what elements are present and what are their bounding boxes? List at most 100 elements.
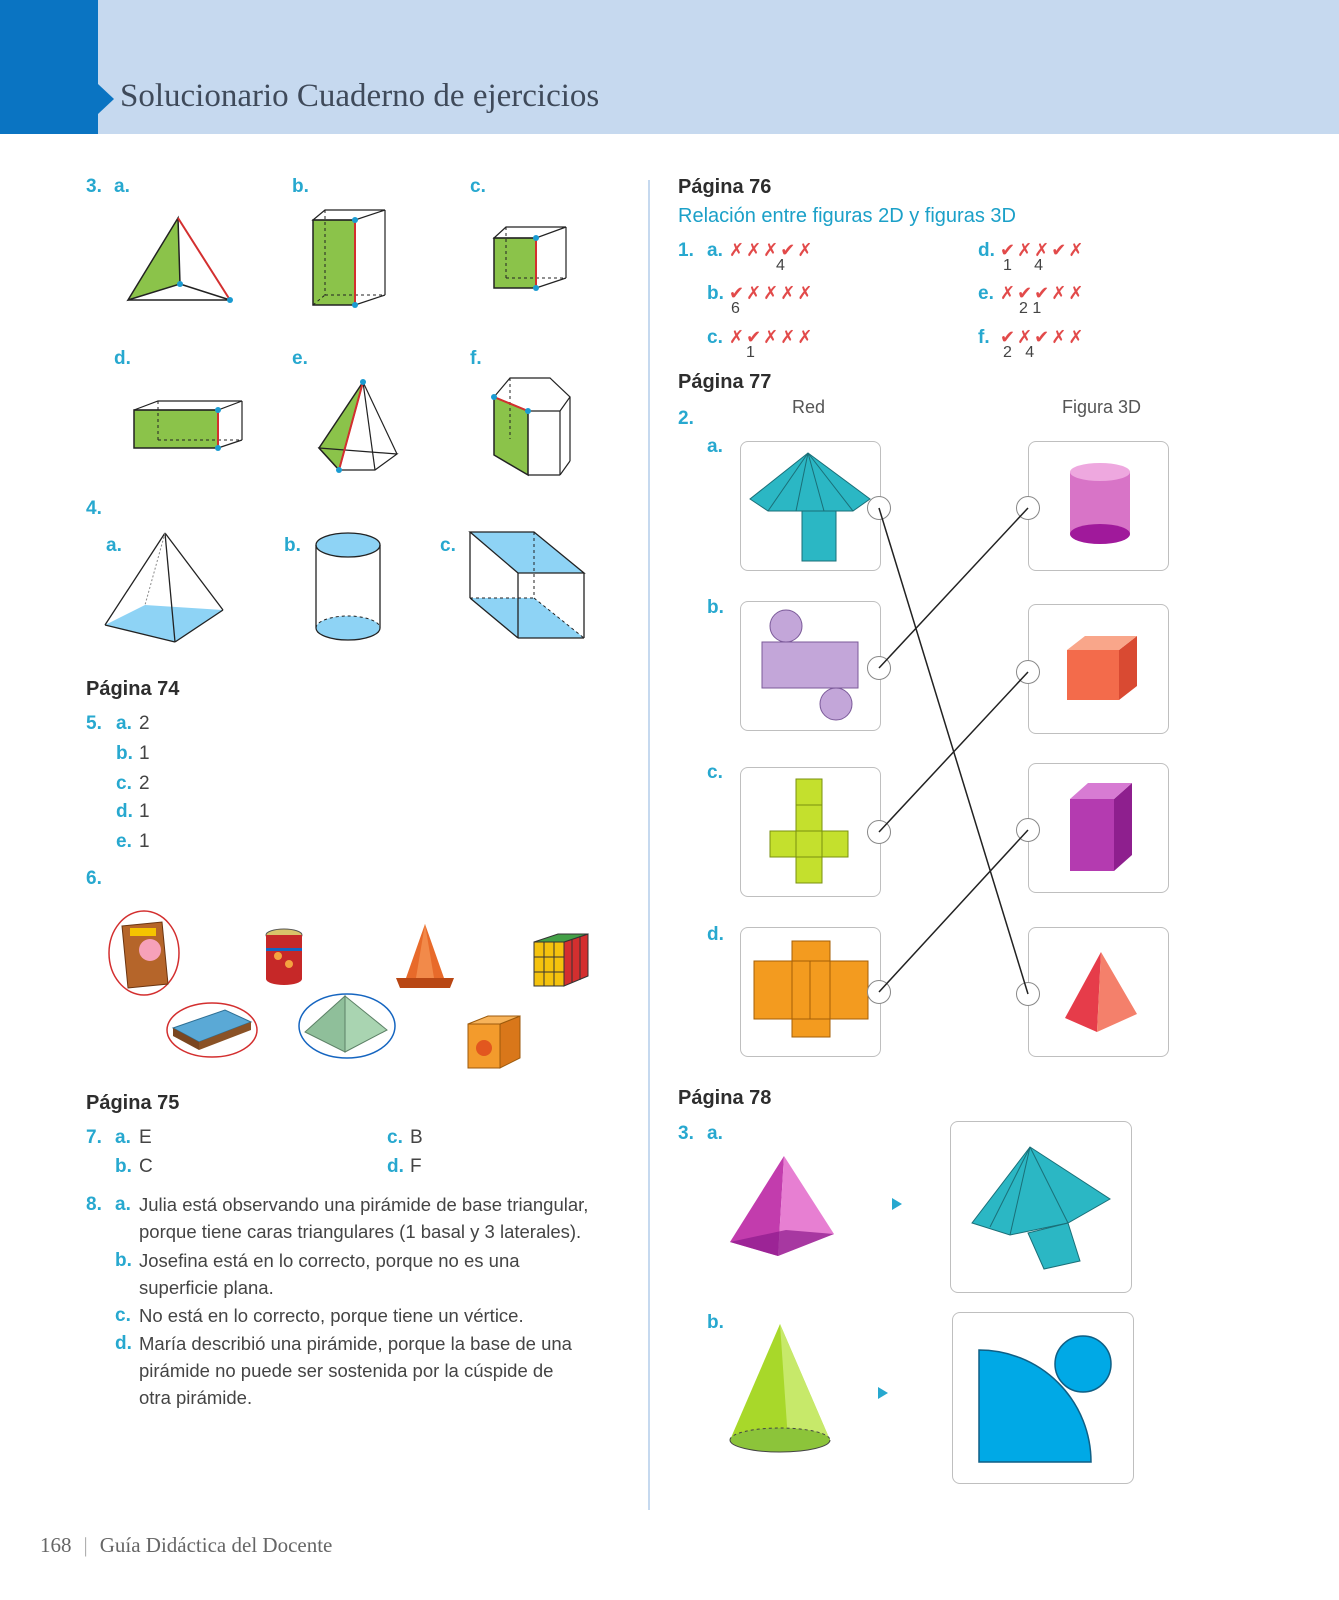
ex1-label-b: b. [707,283,724,304]
ex3-78-label-a: a. [707,1123,723,1144]
cone-net-78b [978,1335,1112,1463]
ex4b-cylinder-figure [315,532,381,641]
ex4-label-b: b. [284,535,301,556]
header-accent-tab [0,0,98,134]
ex5-label-a: a. [116,713,132,734]
ex7-label-b: b. [115,1156,132,1177]
ex3-label-f: f. [470,348,482,369]
ex3-label-d: d. [114,348,131,369]
cylinder-3d-icon [1070,463,1130,544]
ex1-label-a: a. [707,240,723,261]
ex4-number: 4. [86,498,102,519]
ex8-label-c: c. [115,1305,131,1326]
ex7-value-d: F [410,1156,422,1177]
section-title-pagina-74: Página 74 [86,678,180,700]
ex2-label-a: a. [707,436,723,457]
arrow-icon-78b [878,1387,888,1399]
net-b-cylinder-net [761,609,859,721]
ex7-value-b: C [139,1156,153,1177]
ex1-numbers-c: 1 [746,344,755,361]
rubiks-cube-icon [533,933,589,987]
ex5-value-a: 2 [139,713,150,734]
ex3b-prism-figure [311,209,386,308]
ex1-marks-b: ✔✗✗✗✗ [729,283,815,303]
section-title-pagina-76: Página 76 [678,176,772,198]
prism-3d-icon [1070,783,1132,871]
cone-figure-78b [729,1324,831,1453]
ex1-number: 1. [678,240,694,261]
ex7-label-c: c. [387,1127,403,1148]
ex8-text-d: María describió una pirámide, porque la … [139,1333,572,1408]
ex1-label-e: e. [978,283,994,304]
net-c-cube-net [769,778,849,884]
ex8-label-d: d. [115,1333,132,1354]
ex1-numbers-b: 6 [731,300,740,317]
ex5-value-d: 1 [139,801,150,822]
ex2-label-d: d. [707,924,724,945]
ex5-value-c: 2 [139,773,150,794]
ex3-78-number: 3. [678,1123,694,1144]
ex1-numbers-d: 1 4 [1003,257,1044,274]
ex3-number: 3. [86,176,102,197]
ex1-marks-f: ✔✗✔✗✗ [1000,327,1086,347]
ex1-numbers-a: 4 [776,257,785,274]
ex5-label-d: d. [116,801,133,822]
ex7-number: 7. [86,1127,102,1148]
section-title-pagina-77: Página 77 [678,371,772,393]
ex1-label-c: c. [707,327,723,348]
ex3-label-c: c. [470,176,486,197]
pyramid-net-78a [971,1146,1111,1270]
ex1-numbers-e: 2 1 [1019,300,1042,317]
ex5-label-c: c. [116,773,132,794]
net-d-prism-net [753,940,869,1038]
page-footer: 168|Guía Didáctica del Docente [40,1533,333,1557]
ex1-marks-c: ✗✔✗✗✗ [729,327,815,347]
ex8-label-b: b. [115,1250,132,1271]
ex3-78-label-b: b. [707,1312,724,1333]
ex1-numbers-f: 2 4 [1003,344,1035,361]
ex5-number: 5. [86,713,102,734]
ex8-text-c: No está en lo correcto, porque tiene un … [139,1305,524,1326]
ex5-label-b: b. [116,743,133,764]
ex5-value-e: 1 [139,831,150,852]
ex3-label-e: e. [292,348,308,369]
page-header [0,0,1339,134]
ex3d-rectangular-prism-figure [133,400,243,451]
cereal-box-icon [108,910,180,996]
ex5-value-b: 1 [139,743,150,764]
ex8-label-a: a. [115,1194,131,1215]
ex8-text-a: Julia está observando una pirámide de ba… [139,1194,589,1242]
ex1-marks-d: ✔✗✗✔✗ [1000,240,1086,260]
ex7-value-a: E [139,1127,152,1148]
header-arrow-icon [98,84,114,114]
section-title-pagina-78: Página 78 [678,1087,772,1109]
ex4a-pyramid-figure [104,532,224,643]
ex5-label-e: e. [116,831,132,852]
ex1-label-f: f. [978,327,990,348]
ex3e-pyramid-figure [317,379,399,473]
ex1-marks-e: ✗✔✔✗✗ [1000,283,1086,303]
ex7-value-c: B [410,1127,423,1148]
ex2-number: 2. [678,408,694,429]
food-can-icon [265,928,303,985]
ex3-label-a: a. [114,176,130,197]
column-header-figura-3d: Figura 3D [1062,397,1142,417]
section-title-pagina-75: Página 75 [86,1092,180,1114]
footer-text: Guía Didáctica del Docente [99,1533,333,1557]
page-title: Solucionario Cuaderno de ejercicios [120,78,600,114]
ex4-label-a: a. [106,535,122,556]
column-header-red: Red [792,397,826,417]
ex8-number: 8. [86,1194,102,1215]
ex2-label-b: b. [707,597,724,618]
ex1-marks-a: ✗✗✗✔✗ [729,240,815,260]
traffic-cone-icon [396,924,454,988]
ex1-label-d: d. [978,240,995,261]
pyramid-figure-78a [730,1156,834,1256]
ex3-label-b: b. [292,176,309,197]
ex3c-cube-figure [492,226,567,291]
ex7-label-a: a. [115,1127,131,1148]
ex3f-hexagonal-prism-figure [491,377,571,477]
ex4-label-c: c. [440,535,456,556]
ex2-label-c: c. [707,762,723,783]
